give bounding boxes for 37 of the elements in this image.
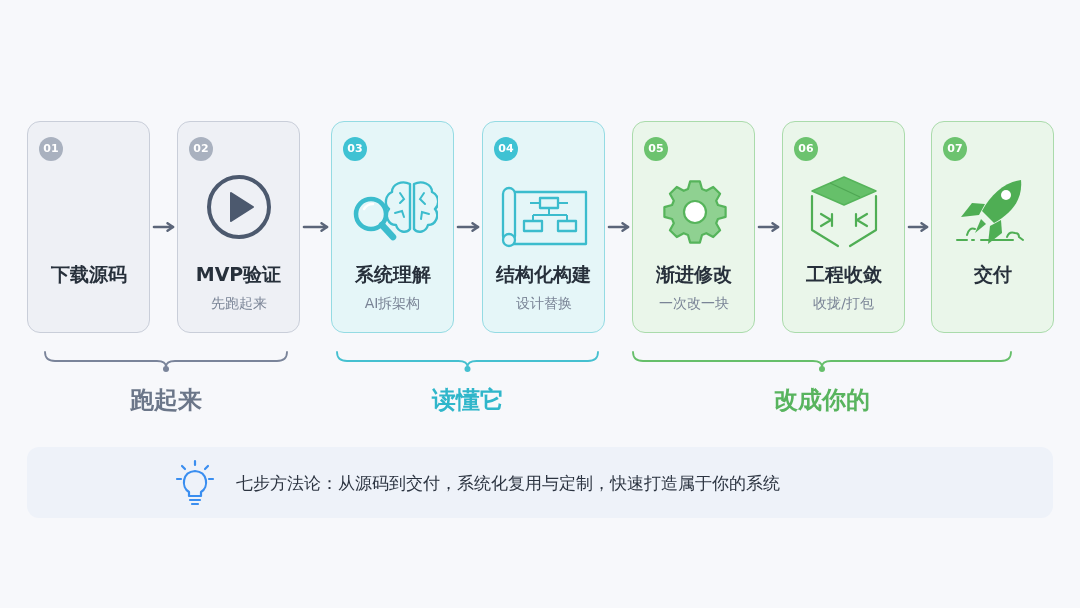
step-title: 系统理解	[354, 262, 431, 286]
step-subtitle: 收拢/打包	[813, 294, 874, 313]
step-card	[177, 121, 300, 333]
step-title: MVP验证	[195, 262, 282, 286]
arrow	[152, 222, 175, 232]
number-badge: 01	[39, 137, 63, 161]
arrow	[302, 222, 329, 232]
step-card	[331, 121, 454, 333]
note-band	[27, 447, 1053, 518]
step-card	[482, 121, 605, 333]
step-card	[27, 121, 150, 333]
arrow	[907, 222, 929, 232]
step-title: 渐进修改	[655, 262, 732, 286]
number-badge: 06	[794, 137, 818, 161]
note-text: 七步方法论：从源码到交付，系统化复用与定制，快速打造属于你的系统	[236, 472, 780, 495]
arrow	[456, 222, 480, 232]
group-label: 改成你的	[774, 385, 870, 416]
number-badge: 07	[943, 137, 967, 161]
step-title: 交付	[973, 262, 1012, 286]
number-badge: 04	[494, 137, 518, 161]
step-subtitle: AI拆架构	[364, 294, 421, 313]
number-badge: 05	[644, 137, 668, 161]
group-label: 跑起来	[130, 385, 202, 416]
step-title: 工程收敛	[805, 262, 882, 286]
arrow	[757, 222, 780, 232]
step-title: 结构化构建	[496, 262, 591, 286]
step-subtitle: 一次改一块	[658, 294, 729, 313]
step-subtitle: 先跑起来	[210, 294, 267, 313]
step-card	[931, 121, 1054, 333]
step-subtitle: 设计替换	[515, 294, 572, 313]
step-title: 下载源码	[50, 262, 127, 286]
group-label: 读懂它	[431, 385, 504, 416]
number-badge: 02	[189, 137, 213, 161]
number-badge: 03	[343, 137, 367, 161]
arrow	[607, 222, 630, 232]
step-card	[632, 121, 755, 333]
step-card	[782, 121, 905, 333]
